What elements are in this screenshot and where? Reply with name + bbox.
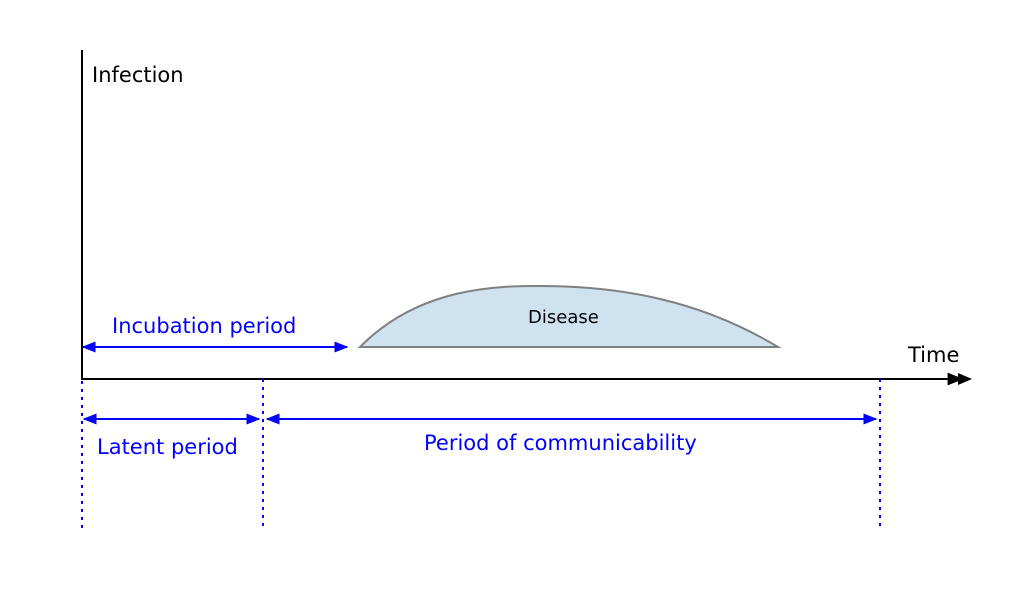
y-axis-label: Infection	[92, 63, 184, 87]
latent-period-label: Latent period	[97, 435, 238, 459]
incubation-period-label: Incubation period	[112, 314, 296, 338]
x-axis-label: Time	[907, 343, 959, 367]
disease-label: Disease	[528, 307, 599, 328]
disease-curve	[357, 284, 782, 348]
x-axis-arrowhead	[958, 373, 972, 385]
communicability-period-label: Period of communicability	[424, 431, 697, 455]
